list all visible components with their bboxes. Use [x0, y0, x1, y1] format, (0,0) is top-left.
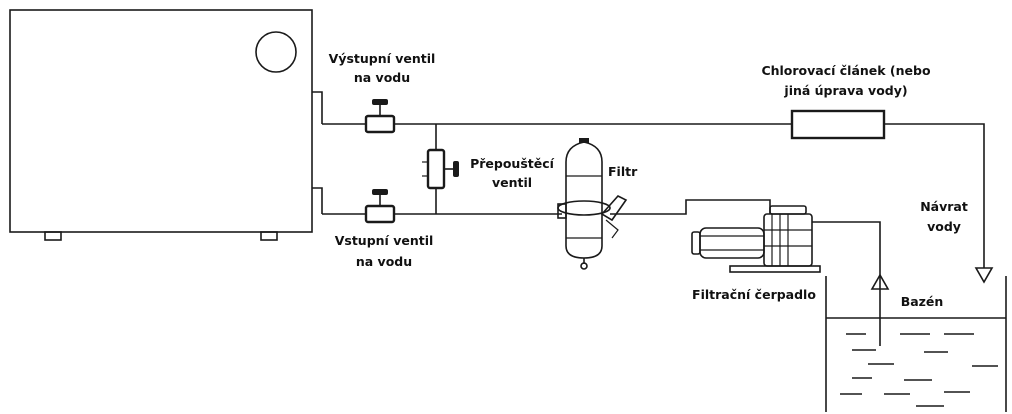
pool-water-waves [840, 333, 998, 407]
heat-pump-foot-right [260, 231, 278, 241]
heat-pump-unit [9, 9, 323, 241]
filter-label: Filtr [608, 164, 638, 179]
inlet-valve-label-line1: Vstupní ventil [335, 233, 434, 248]
chlorinator-label-line2: jiná úprava vody) [783, 83, 907, 98]
return-label-line2: vody [927, 219, 961, 234]
heat-pump-body [9, 9, 313, 233]
heat-pump-fan-icon [255, 31, 297, 73]
filter-icon [557, 138, 628, 270]
pool [825, 267, 1007, 412]
chlorinator-label-line1: Chlorovací článek (nebo [761, 63, 931, 78]
outlet-valve-label-line2: na vodu [354, 70, 410, 85]
outlet-valve-label-line1: Výstupní ventil [329, 51, 436, 66]
pump-icon [691, 205, 821, 273]
inlet-valve-icon [364, 189, 396, 224]
pipe-pump-suction [812, 221, 881, 346]
bypass-valve-label-line2: ventil [492, 175, 532, 190]
outlet-valve-icon [364, 99, 396, 134]
heat-pump-inlet-fitting [312, 187, 323, 214]
pipes [322, 123, 985, 346]
labels: Výstupní ventil na vodu Vstupní ventil n… [329, 51, 968, 309]
pipe-return [884, 123, 985, 268]
chlorinator-cell [790, 109, 886, 140]
inlet-valve-label-line2: na vodu [356, 254, 412, 269]
return-label-line1: Návrat [920, 199, 968, 214]
heat-pump-outlet-fitting [312, 91, 323, 124]
bypass-valve-icon [422, 148, 459, 190]
pump-label: Filtrační čerpadlo [692, 287, 816, 302]
pool-label: Bazén [901, 294, 944, 309]
heat-pump-foot-left [44, 231, 62, 241]
pipe-filter-to-pump [610, 199, 771, 215]
bypass-valve-label-line1: Přepouštěcí [470, 156, 555, 171]
suction-arrow-icon [870, 273, 890, 290]
return-arrow-icon [974, 267, 994, 284]
